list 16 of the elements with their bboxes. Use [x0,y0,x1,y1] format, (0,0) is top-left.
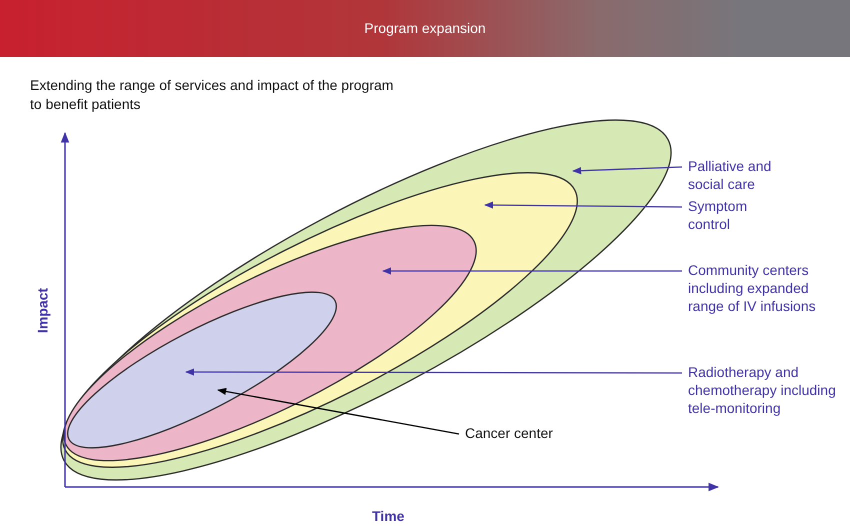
ellipse-region [60,120,672,480]
callout-text: Radiotherapy and chemotherapy including tele-monitoring [688,363,838,417]
callout-text: Symptom control [688,197,778,233]
subtitle: Extending the range of services and impact of the program to benefit patients [30,76,394,114]
callout-text: Cancer center [465,424,585,442]
callout-text: Community centers including expanded range of IV infusions [688,261,838,315]
axis-label: Time [372,507,404,526]
arrow [217,388,460,435]
ellipse-region [62,172,578,468]
arrow [382,267,682,275]
callout-text: Palliative and social care [688,157,803,193]
arrow [185,368,682,376]
arrow [484,201,682,209]
title-bar: Program expansion [0,0,850,57]
axis-label: Impact [34,286,52,336]
ellipse-region [67,292,337,448]
